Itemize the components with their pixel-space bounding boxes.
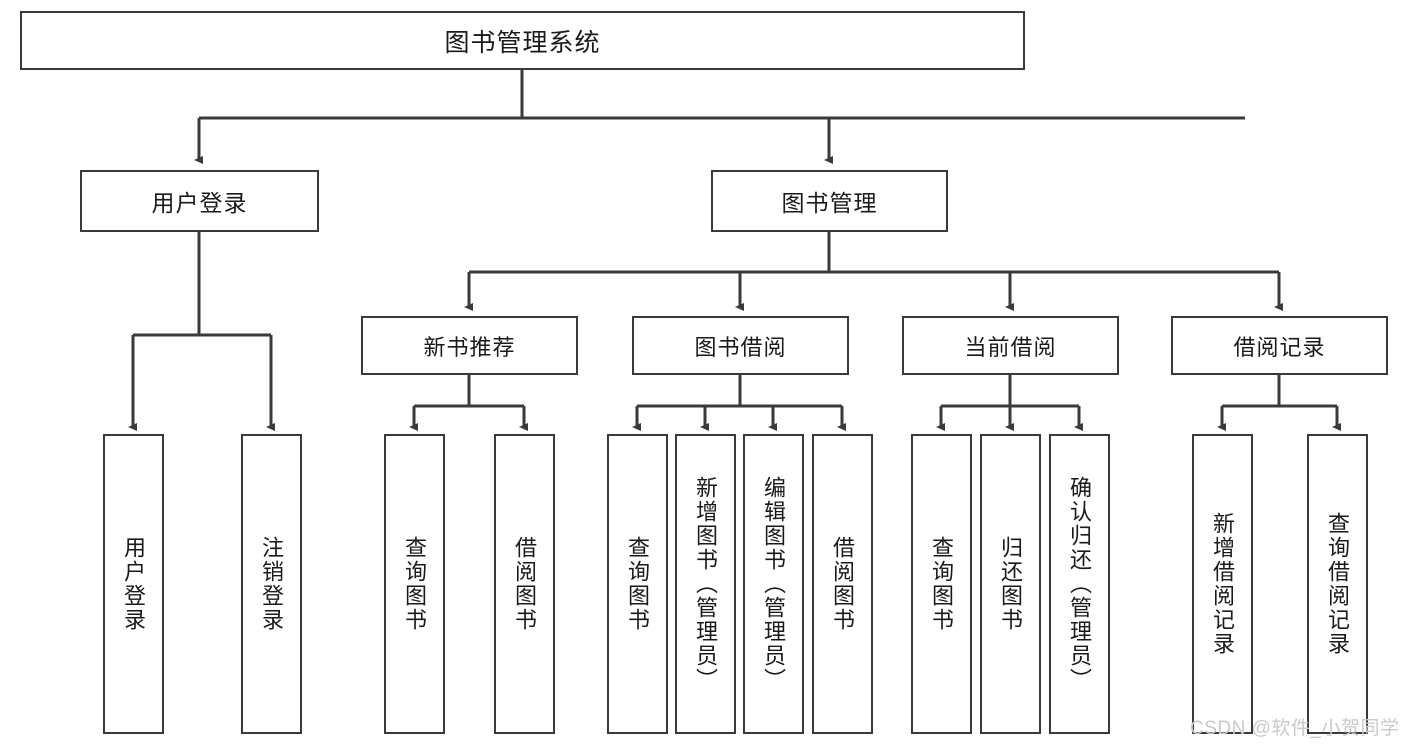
node-borrow-record[interactable]: 借阅记录 [1171, 316, 1388, 375]
leaf-current-query-book[interactable]: 查询图书 [911, 434, 972, 734]
node-label: 查询图书 [625, 536, 651, 632]
leaf-borrow-borrow-book[interactable]: 借阅图书 [812, 434, 873, 734]
leaf-current-return-book[interactable]: 归还图书 [980, 434, 1041, 734]
node-label: 新书推荐 [423, 334, 516, 360]
node-label: 图书借阅 [694, 334, 787, 360]
leaf-borrow-add-book-admin[interactable]: 新增图书（管理员） [675, 434, 736, 734]
node-root-system[interactable]: 图书管理系统 [20, 11, 1025, 70]
node-user-login[interactable]: 用户登录 [80, 170, 319, 232]
node-label: 查询图书 [929, 536, 955, 632]
node-label: 借阅图书 [830, 536, 856, 632]
node-label: 当前借阅 [964, 334, 1057, 360]
node-label: 确认归还（管理员） [1067, 476, 1093, 692]
leaf-user-login[interactable]: 用户登录 [103, 434, 164, 734]
node-label: 注销登录 [259, 536, 285, 632]
node-label: 查询图书 [402, 536, 428, 632]
node-book-management[interactable]: 图书管理 [711, 170, 948, 232]
node-label: 借阅记录 [1233, 334, 1326, 360]
node-label: 图书管理系统 [444, 28, 601, 57]
node-label: 用户登录 [121, 536, 147, 632]
node-book-borrow[interactable]: 图书借阅 [632, 316, 849, 375]
node-label: 用户登录 [151, 190, 248, 216]
node-current-borrow[interactable]: 当前借阅 [902, 316, 1119, 375]
node-new-book-recommend[interactable]: 新书推荐 [361, 316, 578, 375]
leaf-current-confirm-return-admin[interactable]: 确认归还（管理员） [1049, 434, 1110, 734]
leaf-borrow-query-book[interactable]: 查询图书 [607, 434, 668, 734]
leaf-borrow-edit-book-admin[interactable]: 编辑图书（管理员） [743, 434, 804, 734]
csdn-watermark: CSDN @软件_小贺同学 [1190, 718, 1400, 739]
leaf-user-logout[interactable]: 注销登录 [241, 434, 302, 734]
leaf-record-add-record[interactable]: 新增借阅记录 [1192, 434, 1253, 734]
node-label: 查询借阅记录 [1325, 512, 1351, 656]
leaf-record-query-record[interactable]: 查询借阅记录 [1307, 434, 1368, 734]
node-label: 借阅图书 [512, 536, 538, 632]
node-label: 图书管理 [781, 190, 878, 216]
node-label: 编辑图书（管理员） [761, 476, 787, 692]
leaf-recommend-query-book[interactable]: 查询图书 [384, 434, 445, 734]
node-label: 新增借阅记录 [1210, 512, 1236, 656]
node-label: 归还图书 [998, 536, 1024, 632]
leaf-recommend-borrow-book[interactable]: 借阅图书 [494, 434, 555, 734]
node-label: 新增图书（管理员） [693, 476, 719, 692]
